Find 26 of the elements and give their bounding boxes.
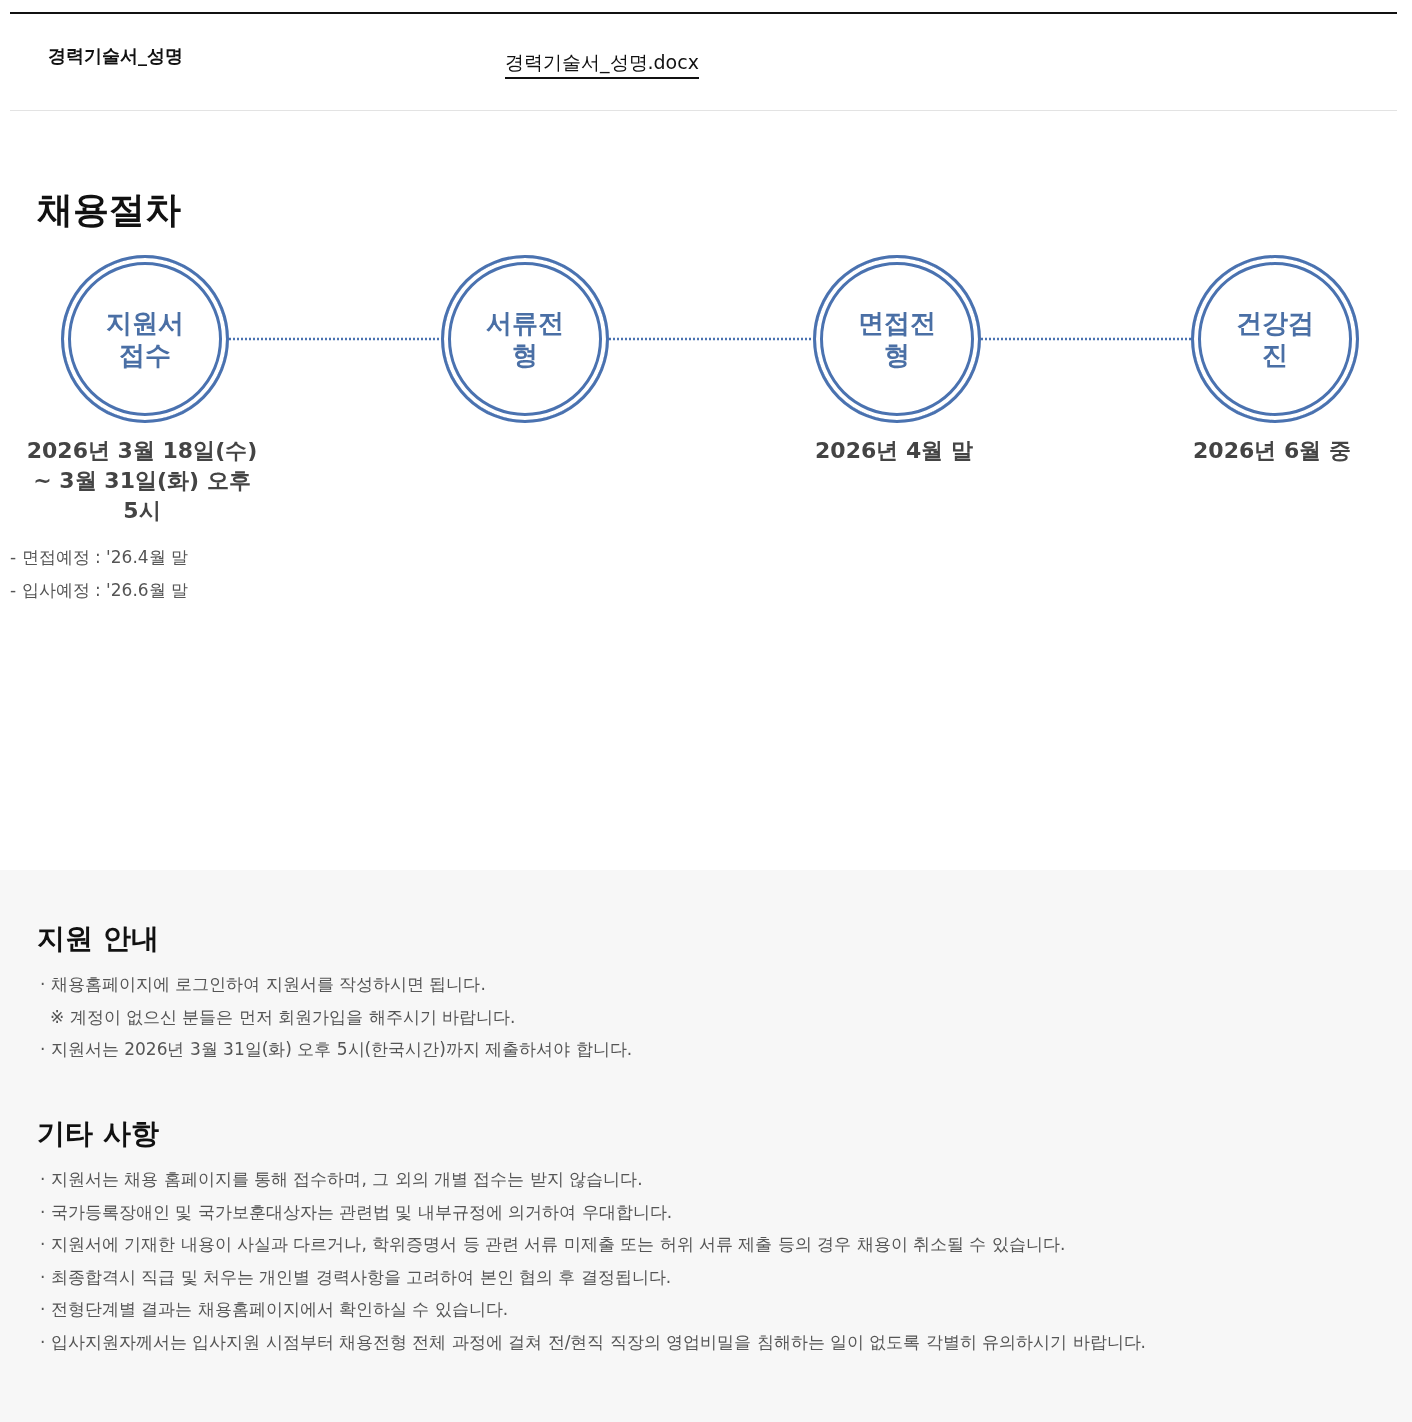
section-heading: 기타 사항 bbox=[37, 1116, 159, 1152]
bullet-text: · 전형단계별 결과는 채용홈페이지에서 확인하실 수 있습니다. bbox=[40, 1298, 509, 1321]
section-title: 채용절차 bbox=[37, 188, 181, 232]
dotted-connector bbox=[981, 337, 1191, 341]
note-text: - 면접예정 : '26.4월 말 bbox=[10, 546, 188, 569]
note-text: - 입사예정 : '26.6월 말 bbox=[10, 579, 188, 602]
section-heading: 지원 안내 bbox=[37, 921, 159, 957]
step-label: 면접전형 bbox=[857, 307, 937, 371]
bullet-text: · 지원서는 채용 홈페이지를 통해 접수하며, 그 외의 개별 접수는 받지 않습니다. bbox=[40, 1168, 643, 1191]
dotted-connector bbox=[229, 337, 441, 341]
bullet-text: · 지원서에 기재한 내용이 사실과 다르거나, 학위증명서 등 관련 서류 미제출 또는 허위 서류 제출 등의 경우 채용이 취소될 수 있습니다. bbox=[40, 1233, 1066, 1256]
bullet-text: · 입사지원자께서는 입사지원 시점부터 채용전형 전체 과정에 걸쳐 전/현직 직장의 영업비밀을 침해하는 일이 없도록 각별히 유의하시기 바랍니다. bbox=[40, 1330, 1146, 1354]
date-text: 2026년 3월 18일(수) ~ 3월 31일(화) 오후 5시 bbox=[25, 437, 259, 525]
dotted-connector bbox=[609, 337, 813, 341]
step-label: 건강검진 bbox=[1235, 307, 1315, 371]
file-title: 경력기술서_성명 bbox=[48, 44, 183, 68]
date-text: 2026년 6월 중 bbox=[1192, 437, 1352, 465]
file-link: 경력기술서_성명.docx bbox=[505, 50, 699, 79]
note-text: ※ 계정이 없으신 분들은 먼저 회원가입을 해주시기 바랍니다. bbox=[50, 1006, 516, 1029]
bullet-text: · 지원서는 2026년 3월 31일(화) 오후 5시(한국시간)까지 제출하셔야 합니다. bbox=[40, 1038, 633, 1061]
step-label: 지원서 접수 bbox=[105, 307, 185, 371]
step-label: 서류전형 bbox=[485, 307, 565, 371]
date-text: 2026년 4월 말 bbox=[814, 437, 974, 465]
bullet-text: · 국가등록장애인 및 국가보훈대상자는 관련법 및 내부규정에 의거하여 우대합니다. bbox=[40, 1200, 673, 1224]
bullet-text: · 채용홈페이지에 로그인하여 지원서를 작성하시면 됩니다. bbox=[40, 973, 486, 996]
bullet-text: · 최종합격시 직급 및 처우는 개인별 경력사항을 고려하여 본인 협의 후 결정됩니다. bbox=[40, 1265, 672, 1289]
